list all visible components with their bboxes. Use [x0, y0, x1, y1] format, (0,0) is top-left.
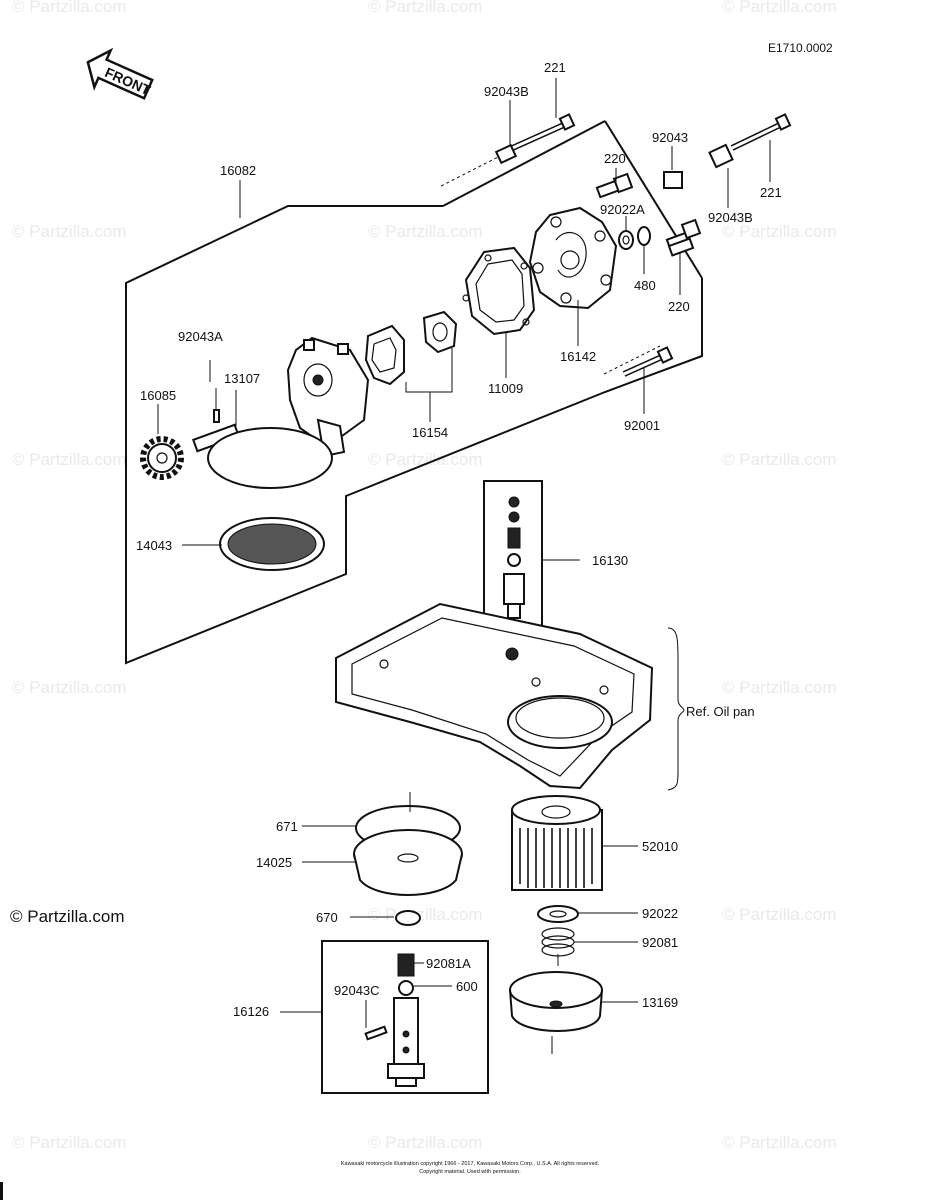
- watermark: © Partzilla.com: [12, 678, 127, 697]
- watermark: © Partzilla.com: [12, 1133, 127, 1152]
- part-label-16085: 16085: [140, 388, 176, 403]
- oil-filter-52010: [511, 795, 603, 891]
- part-label-92081: 92081: [642, 935, 678, 950]
- watermark: © Partzilla.com: [722, 0, 837, 16]
- bolt-221-right: [730, 113, 792, 151]
- part-label-14043: 14043: [136, 538, 172, 553]
- bolt-220-right: [665, 218, 702, 257]
- watermark: © Partzilla.com: [722, 222, 837, 241]
- part-label-13107: 13107: [224, 371, 260, 386]
- pump-body: [286, 336, 370, 458]
- footer-copyright: Kawasaki motorcycle illustration copyrig…: [341, 1161, 600, 1167]
- watermark: © Partzilla.com: [722, 450, 837, 469]
- collar-92043: [663, 171, 683, 189]
- watermark: © Partzilla.com: [12, 222, 127, 241]
- spring-92081: [541, 927, 575, 966]
- collar-92043B-top: [494, 143, 518, 165]
- part-label-52010: 52010: [642, 839, 678, 854]
- front-arrow-icon: FRONT: [86, 47, 154, 100]
- part-label-92001: 92001: [624, 418, 660, 433]
- ref-oil-pan-label: Ref. Oil pan: [686, 704, 755, 719]
- part-label-11009: 11009: [488, 381, 523, 396]
- part-label-92043A: 92043A: [178, 329, 223, 344]
- watermark: © Partzilla.com: [368, 222, 483, 241]
- part-label-16130: 16130: [592, 553, 628, 568]
- pump-assembly-frame: [125, 205, 703, 665]
- watermark: © Partzilla.com: [722, 1133, 837, 1152]
- collar-92043B-right: [708, 143, 734, 169]
- relief-valve-16130: [503, 496, 525, 619]
- part-label-220-top: 220: [604, 151, 626, 166]
- bypass-valve-box: [321, 940, 489, 1094]
- part-label-92043B-top: 92043B: [484, 84, 529, 99]
- oil-pan-bracket: [667, 627, 685, 791]
- bolt-221-top: [506, 113, 576, 153]
- watermark: © Partzilla.com: [368, 450, 483, 469]
- footer-permission: Copyright material. Used with permission…: [419, 1169, 521, 1175]
- watermark: © Partzilla.com: [368, 905, 483, 924]
- filter-cover-14025: [353, 829, 463, 896]
- part-label-16142: 16142: [560, 349, 596, 364]
- page-edge-mark: [0, 1182, 3, 1200]
- washer-92022A: [618, 230, 634, 250]
- part-label-13169: 13169: [642, 995, 678, 1010]
- filter-cup-13169: [509, 971, 603, 1054]
- part-label-92043C: 92043C: [334, 983, 380, 998]
- leader-line: [603, 345, 661, 375]
- watermark: © Partzilla.com: [722, 905, 837, 924]
- diagram-code: E1710.0002: [768, 41, 833, 55]
- part-label-480: 480: [634, 278, 656, 293]
- pump-cover-16142: [528, 206, 618, 310]
- watermarks: © Partzilla.com © Partzilla.com © Partzi…: [12, 0, 837, 1152]
- part-label-92043B-right: 92043B: [708, 210, 753, 225]
- part-label-14025: 14025: [256, 855, 292, 870]
- washer-92022A: [622, 235, 630, 245]
- gasket-11009: [462, 246, 536, 336]
- pump-assembly-frame: [442, 120, 606, 207]
- part-label-670: 670: [316, 910, 338, 925]
- copyright-mark: © Partzilla.com: [10, 907, 125, 926]
- part-label-220-right: 220: [668, 299, 690, 314]
- bolt-92001: [622, 346, 674, 377]
- washer-92022: [537, 905, 579, 923]
- watermark: © Partzilla.com: [368, 1133, 483, 1152]
- part-label-671: 671: [276, 819, 298, 834]
- part-label-16082: 16082: [220, 163, 256, 178]
- part-label-92022: 92022: [642, 906, 678, 921]
- oring-670: [395, 910, 421, 926]
- strainer-plate: [207, 427, 333, 489]
- pump-assembly-frame: [604, 120, 703, 279]
- washer-92022: [549, 910, 567, 918]
- bypass-valve-16126: [364, 953, 425, 1087]
- part-label-92022A: 92022A: [600, 202, 645, 217]
- part-label-16126: 16126: [233, 1004, 269, 1019]
- rotor-set-16154: [364, 310, 458, 386]
- sprocket-16085: [140, 436, 184, 480]
- pin-92043A: [213, 409, 220, 423]
- part-label-92081A: 92081A: [426, 956, 471, 971]
- part-label-221-top: 221: [544, 60, 566, 75]
- part-label-16154: 16154: [412, 425, 448, 440]
- part-label-600: 600: [456, 979, 478, 994]
- watermark: © Partzilla.com: [12, 0, 127, 16]
- oil-pan: [335, 602, 654, 790]
- oring-480: [637, 226, 651, 246]
- watermark: © Partzilla.com: [368, 0, 483, 16]
- part-label-92043: 92043: [652, 130, 688, 145]
- watermark: © Partzilla.com: [722, 678, 837, 697]
- leader-line: [405, 348, 453, 393]
- oil-screen-14043: [219, 517, 325, 571]
- part-label-221-right: 221: [760, 185, 782, 200]
- watermark: © Partzilla.com: [12, 450, 127, 469]
- bolt-220-top: [595, 172, 634, 199]
